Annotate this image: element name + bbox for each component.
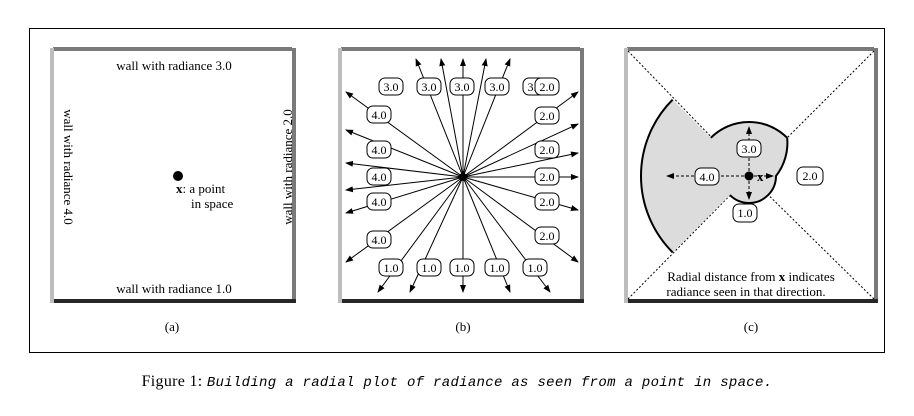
panel-b-value-label: 1.0 bbox=[528, 261, 543, 275]
panel-b-value-label: 4.0 bbox=[372, 233, 387, 247]
panel-a-label: (a) bbox=[165, 319, 179, 334]
caption-prefix: Figure 1: bbox=[141, 373, 203, 390]
panel-b-value-box: 1.0 bbox=[378, 258, 404, 277]
panel-b-value-box: 1.0 bbox=[522, 258, 548, 277]
panel-b-ray bbox=[345, 176, 464, 193]
panel-b-ray bbox=[462, 176, 579, 263]
panel-a-point bbox=[173, 171, 183, 181]
panel-c-value-left: 4.0 bbox=[700, 170, 715, 184]
figure-frame bbox=[29, 28, 885, 353]
panel-b-value-label: 4.0 bbox=[372, 108, 387, 122]
panel-b-value-box: 3.0 bbox=[416, 77, 442, 96]
panel-b-value-box: 2.0 bbox=[534, 226, 560, 245]
panel-a-top-wall-label: wall with radiance 3.0 bbox=[116, 58, 232, 73]
panel-b-value-box: 1.0 bbox=[484, 258, 510, 277]
panel-b-ray bbox=[439, 58, 464, 178]
panel-b-value-label: 4.0 bbox=[372, 170, 387, 184]
panel-b-value-box: 2.0 bbox=[534, 140, 560, 159]
panel-c-point bbox=[744, 171, 754, 181]
panel-b-value-box: 2.0 bbox=[534, 106, 560, 125]
panel-b-value-label: 2.0 bbox=[540, 195, 555, 209]
panel-c-label: (c) bbox=[744, 319, 758, 334]
panel-b-ray bbox=[462, 58, 488, 178]
panel-a-bottom-wall-label: wall with radiance 1.0 bbox=[116, 281, 232, 296]
panel-b-value-label: 3.0 bbox=[422, 80, 437, 94]
panel-b-value-label: 2.0 bbox=[540, 80, 555, 94]
panel-b-value-label: 2.0 bbox=[540, 143, 555, 157]
panel-b-value-box: 4.0 bbox=[366, 192, 392, 211]
panel-b-ray bbox=[462, 151, 579, 178]
panel-b-ray bbox=[345, 176, 464, 263]
panel-c-value-up: 3.0 bbox=[742, 142, 757, 156]
panel-b-label: (b) bbox=[455, 319, 470, 334]
panel-b-value-box: 3.0 bbox=[378, 77, 404, 96]
panel-b-value-label: 3.0 bbox=[384, 80, 399, 94]
panel-b-ray bbox=[462, 123, 579, 178]
panel-b-value-label: 4.0 bbox=[372, 195, 387, 209]
panel-c-value-right-box: 2.0 bbox=[796, 166, 824, 186]
panel-c-note-prefix: Radial distance from bbox=[667, 269, 779, 284]
panel-c-diagonal-tr bbox=[748, 50, 875, 177]
panel-a-right-wall-label: wall with radiance 2.0 bbox=[280, 109, 295, 225]
panel-c-value-down: 1.0 bbox=[738, 206, 753, 220]
panel-b-value-label: 1.0 bbox=[455, 261, 470, 275]
panel-b-ray bbox=[462, 91, 579, 178]
panel-b-value-box: 1.0 bbox=[449, 258, 475, 277]
caption-body: Building a radial plot of radiance as se… bbox=[206, 375, 773, 391]
panel-b-value-box: 4.0 bbox=[366, 140, 392, 159]
panel-c: x 3.0 4.0 2.0 1.0 Radial distance from x… bbox=[624, 47, 878, 334]
panel-b-value-label: 2.0 bbox=[540, 229, 555, 243]
panel-b-value-box: 4.0 bbox=[366, 167, 392, 186]
panel-c-point-symbol: x bbox=[757, 169, 764, 184]
panel-b-ray bbox=[345, 176, 464, 214]
panel-c-diagonal-br bbox=[748, 175, 875, 300]
panel-c-note-symbol: x bbox=[779, 269, 786, 284]
panel-b-ray bbox=[345, 91, 464, 178]
panel-b-value-box: 2.0 bbox=[534, 167, 560, 186]
figure-caption: Figure 1: Building a radial plot of radi… bbox=[0, 373, 914, 391]
panel-b-value-label: 1.0 bbox=[490, 261, 505, 275]
panel-b-value-box: 3.0 bbox=[484, 77, 510, 96]
panel-b-value-labels: 3.03.03.03.03.02.02.02.02.02.02.01.01.01… bbox=[366, 77, 560, 277]
panel-c-note-line2: radiance seen in that direction. bbox=[666, 284, 825, 299]
panel-c-value-left-box: 4.0 bbox=[694, 167, 720, 186]
panel-b-value-label: 2.0 bbox=[540, 170, 555, 184]
panel-b-value-label: 3.0 bbox=[455, 80, 470, 94]
panel-b-value-label: 2.0 bbox=[540, 109, 555, 123]
panel-c-value-down-box: 1.0 bbox=[732, 203, 758, 223]
panel-a-point-symbol: x bbox=[176, 181, 183, 196]
panel-c-note-suffix: indicates bbox=[785, 269, 834, 284]
panel-b-ray bbox=[462, 176, 579, 211]
panel-a: wall with radiance 3.0 wall with radianc… bbox=[50, 47, 296, 334]
panel-b: 3.03.03.03.03.02.02.02.02.02.02.01.01.01… bbox=[338, 47, 584, 334]
panel-c-diagonal-bl bbox=[627, 175, 750, 300]
panel-b-value-label: 3.0 bbox=[490, 80, 505, 94]
panel-b-value-label: 4.0 bbox=[372, 143, 387, 157]
panel-b-center bbox=[459, 173, 467, 181]
panel-a-left-wall-label: wall with radiance 4.0 bbox=[61, 109, 76, 225]
panel-c-value-up-box: 3.0 bbox=[736, 139, 762, 158]
panel-b-value-box: 4.0 bbox=[366, 105, 392, 124]
panel-a-point-text-2: in space bbox=[191, 196, 233, 211]
panel-c-value-right: 2.0 bbox=[803, 169, 818, 183]
panel-b-value-label: 1.0 bbox=[384, 261, 399, 275]
panel-c-note-line1: Radial distance from x indicates bbox=[667, 269, 835, 284]
panel-b-value-box: 2.0 bbox=[534, 77, 560, 96]
panel-a-point-caption: x: a point bbox=[176, 181, 225, 196]
panel-a-point-text-1: : a point bbox=[183, 181, 226, 196]
panel-b-value-box: 1.0 bbox=[416, 258, 442, 277]
panel-b-value-box: 4.0 bbox=[366, 230, 392, 249]
panel-b-ray bbox=[415, 58, 464, 178]
panel-b-value-box: 2.0 bbox=[534, 192, 560, 211]
panel-b-value-label: 1.0 bbox=[422, 261, 437, 275]
panel-b-ray bbox=[345, 129, 464, 178]
panel-b-ray bbox=[345, 160, 464, 178]
panel-b-value-box: 3.0 bbox=[449, 77, 475, 96]
panel-c-radial-outline bbox=[639, 98, 789, 254]
